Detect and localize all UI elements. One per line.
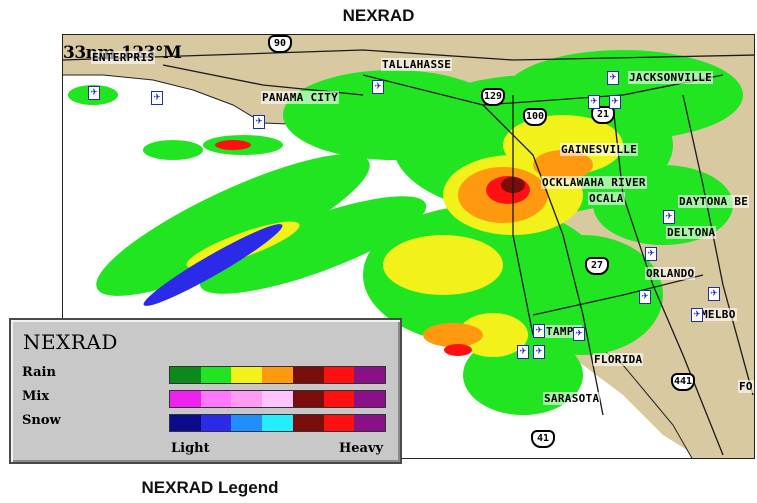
legend-swatch — [354, 391, 386, 407]
airport-icon[interactable]: ✈ — [663, 210, 675, 224]
airport-icon[interactable]: ✈ — [609, 95, 621, 109]
legend-swatch — [200, 367, 232, 383]
legend-caption: NEXRAD Legend — [141, 478, 279, 497]
legend-swatch — [170, 391, 201, 407]
legend-swatch — [262, 391, 293, 407]
highway-shield-100: 100 — [523, 108, 547, 126]
legend-swatch — [231, 367, 263, 383]
legend-label-rain: Rain — [22, 365, 56, 380]
legend-scale-light: Light — [171, 441, 210, 456]
airport-icon[interactable]: ✈ — [372, 80, 384, 94]
airport-icon[interactable]: ✈ — [645, 247, 657, 261]
city-label-enterprise: ENTERPRIS — [91, 51, 156, 64]
city-label-ocklawaha-river: OCKLAWAHA RIVER — [541, 176, 647, 189]
city-label-tallahassee: TALLAHASSE — [381, 58, 453, 71]
city-label-ocala: OCALA — [588, 192, 625, 205]
radar-layer-blue — [143, 224, 283, 306]
city-label-fo: FO — [738, 380, 754, 393]
airport-icon[interactable]: ✈ — [639, 290, 651, 304]
page-title: NEXRAD — [342, 6, 415, 25]
city-label-tampa: TAMPA — [545, 325, 582, 338]
nexrad-map[interactable]: 33nm123°M ENTERPRIS TALLAHASSE JACKSONVI… — [62, 34, 755, 459]
highway-shield-129: 129 — [481, 88, 505, 106]
legend-swatch — [170, 415, 201, 431]
road-network — [63, 49, 754, 456]
city-label-orlando: ORLANDO — [645, 267, 696, 280]
city-label-melbourne: MELBO — [700, 308, 737, 321]
airport-icon[interactable]: ✈ — [691, 308, 703, 322]
legend-swatch — [354, 367, 386, 383]
legend-swatch — [292, 415, 324, 431]
city-label-daytona: DAYTONA BE — [678, 195, 750, 208]
legend-swatch — [262, 415, 293, 431]
legend-swatches-snow — [169, 414, 386, 432]
legend-swatch — [170, 367, 201, 383]
legend-swatch — [292, 391, 324, 407]
airport-icon[interactable]: ✈ — [573, 327, 585, 341]
legend-label-mix: Mix — [22, 389, 50, 404]
highway-shield-41: 41 — [531, 430, 555, 448]
legend-title: NEXRAD — [23, 330, 118, 354]
legend-swatch — [200, 391, 232, 407]
city-label-sarasota: SARASOTA — [543, 392, 601, 405]
legend-swatch — [231, 391, 263, 407]
legend-swatches-rain — [169, 366, 386, 384]
highway-shield-21: 21 — [591, 106, 615, 124]
city-label-jacksonville: JACKSONVILLE — [628, 71, 714, 84]
legend-swatch — [354, 415, 386, 431]
legend-scale-heavy: Heavy — [339, 441, 384, 456]
highway-shield-27: 27 — [585, 257, 609, 275]
airport-icon[interactable]: ✈ — [533, 345, 545, 359]
legend-swatch — [200, 415, 232, 431]
airport-icon[interactable]: ✈ — [607, 71, 619, 85]
legend-swatch — [292, 367, 324, 383]
legend-swatch — [262, 367, 293, 383]
highway-shield-90: 90 — [268, 35, 292, 53]
city-label-panama-city: PANAMA CITY — [261, 91, 340, 104]
legend-label-snow: Snow — [22, 413, 61, 428]
city-label-florida: FLORIDA — [593, 353, 644, 366]
city-label-deltona: DELTONA — [666, 226, 717, 239]
airport-icon[interactable]: ✈ — [88, 86, 100, 100]
legend-swatch — [323, 367, 355, 383]
airport-icon[interactable]: ✈ — [517, 345, 529, 359]
legend-swatches-mix — [169, 390, 386, 408]
airport-icon[interactable]: ✈ — [151, 91, 163, 105]
airport-icon[interactable]: ✈ — [533, 324, 545, 338]
highway-shield-441: 441 — [671, 373, 695, 391]
airport-icon[interactable]: ✈ — [708, 287, 720, 301]
city-label-gainesville: GAINESVILLE — [560, 143, 639, 156]
nexrad-legend-panel: NEXRAD Rain Mix Snow Light Heavy — [9, 318, 402, 464]
legend-swatch — [231, 415, 263, 431]
airport-icon[interactable]: ✈ — [588, 95, 600, 109]
legend-swatch — [323, 415, 355, 431]
airport-icon[interactable]: ✈ — [253, 115, 265, 129]
legend-swatch — [323, 391, 355, 407]
